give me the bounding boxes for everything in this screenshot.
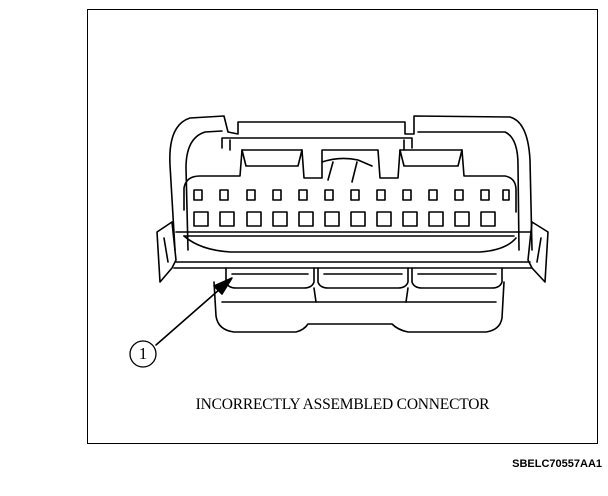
terminal-cavities — [193, 189, 510, 227]
connector-housing — [156, 115, 549, 333]
callout-leader-1 — [155, 277, 233, 346]
callout-number-1: 1 — [138, 344, 148, 363]
reference-code: SBELC70557AA1 — [512, 458, 602, 470]
terminal-retainer — [225, 267, 503, 289]
callout-circle-1 — [129, 340, 157, 368]
diagram-caption: INCORRECTLY ASSEMBLED CONNECTOR — [195, 396, 490, 413]
